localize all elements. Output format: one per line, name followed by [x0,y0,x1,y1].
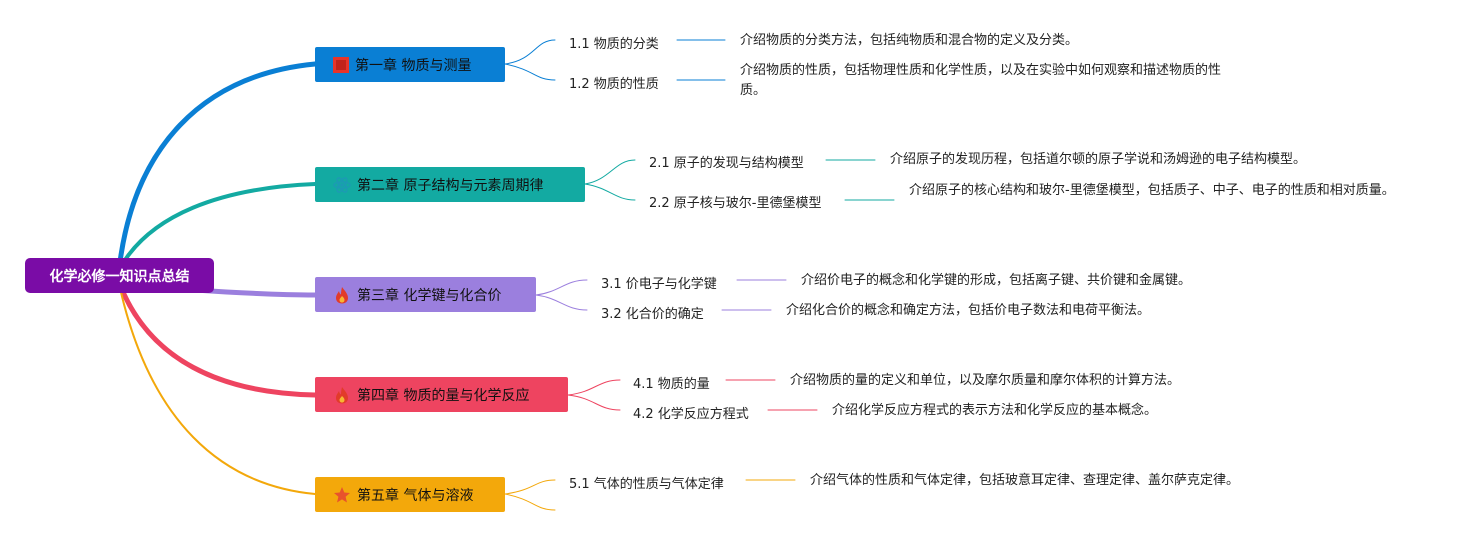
section-5-1-desc: 介绍气体的性质和气体定律，包括玻意耳定律、查理定律、盖尔萨克定律。 [810,473,1240,488]
section-1-1-title[interactable]: 1.1 物质的分类 [569,37,659,52]
section-4-1-title[interactable]: 4.1 物质的量 [633,377,710,392]
section-4-2-desc: 介绍化学反应方程式的表示方法和化学反应的基本概念。 [832,403,1158,418]
section-3-1-title[interactable]: 3.1 价电子与化学键 [601,277,717,292]
section-3-2-title[interactable]: 3.2 化合价的确定 [601,307,704,322]
chapter-1-branch-2 [504,63,556,81]
chapter-2-title: 第二章 原子结构与元素周期律 [357,177,544,194]
chapter-4-branch-1 [567,379,621,396]
section-3-2-desc: 介绍化合价的概念和确定方法，包括价电子数法和电荷平衡法。 [786,303,1151,318]
section-1-2-title[interactable]: 1.2 物质的性质 [569,77,659,92]
fire-icon [333,286,351,304]
red-flag-icon [333,56,349,73]
chapter-2-node[interactable]: 第二章 原子结构与元素周期律 [315,167,585,202]
section-2-1-desc: 介绍原子的发现历程，包括道尔顿的原子学说和汤姆逊的电子结构模型。 [890,152,1307,167]
star-icon [333,486,351,504]
section-4-2-title[interactable]: 4.2 化学反应方程式 [633,407,749,422]
chapter-1-title: 第一章 物质与测量 [355,57,472,74]
section-3-1-desc: 介绍价电子的概念和化学键的形成，包括离子键、共价键和金属键。 [801,273,1192,288]
chapter-2-branch-2 [584,183,636,201]
chapter-2-branch-1 [584,159,636,185]
section-4-1-desc: 介绍物质的量的定义和单位，以及摩尔质量和摩尔体积的计算方法。 [790,373,1181,388]
chapter-3-branch-1 [535,279,588,296]
chapter-3-title: 第三章 化学键与化合价 [357,287,502,304]
chapter-4-title: 第四章 物质的量与化学反应 [357,387,530,404]
chapter-5-branch-1 [504,479,556,495]
section-5-1-title[interactable]: 5.1 气体的性质与气体定律 [569,477,724,492]
chapter-4-node[interactable]: 第四章 物质的量与化学反应 [315,377,568,412]
root-to-chapter-4-line [117,282,318,398]
atom-icon [333,176,351,194]
root-topic[interactable]: 化学必修一知识点总结 [25,258,214,293]
fire-icon [333,386,351,404]
section-2-1-title[interactable]: 2.1 原子的发现与结构模型 [649,156,804,171]
section-1-1-desc: 介绍物质的分类方法，包括纯物质和混合物的定义及分类。 [740,33,1079,48]
chapter-4-branch-2 [567,394,621,411]
chapter-1-branch-1 [504,39,556,65]
chapter-5-node[interactable]: 第五章 气体与溶液 [315,477,505,512]
chapter-5-title: 第五章 气体与溶液 [357,487,474,504]
section-1-2-desc: 介绍物质的性质，包括物理性质和化学性质，以及在实验中如何观察和描述物质的性质。 [740,63,1222,98]
root-title: 化学必修一知识点总结 [49,268,190,285]
chapter-3-branch-2 [535,294,588,311]
section-2-2-desc: 介绍原子的核心结构和玻尔-里德堡模型，包括质子、中子、电子的性质和相对质量。 [909,183,1395,198]
root-to-chapter-2-line [118,182,317,270]
root-to-chapter-1-line [117,61,318,265]
section-2-2-title[interactable]: 2.2 原子核与玻尔-里德堡模型 [649,196,822,211]
root-to-chapter-5-line [119,287,316,495]
chapter-1-node[interactable]: 第一章 物质与测量 [315,47,505,82]
chapter-5-branch-2 [504,493,556,511]
chapter-3-node[interactable]: 第三章 化学键与化合价 [315,277,536,312]
